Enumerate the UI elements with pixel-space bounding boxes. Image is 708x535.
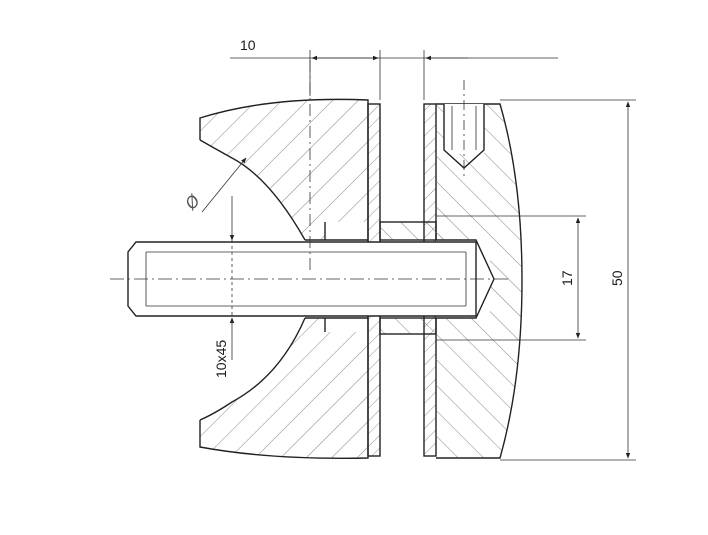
dim-label-thread: 10x45 <box>213 340 229 378</box>
dim-label-inner: 17 <box>559 270 575 286</box>
diameter-symbol: Ø <box>181 191 205 214</box>
left-clamp-body <box>199 98 369 459</box>
dimension-top-width: 10 <box>230 37 558 100</box>
threaded-bolt <box>110 241 510 317</box>
dim-label-top: 10 <box>240 37 256 53</box>
dimension-thread: 10x45 <box>213 196 235 378</box>
dimension-overall-height: 50 <box>500 99 636 461</box>
spacer-sleeve <box>379 221 437 335</box>
dimension-inner-height: 17 <box>436 215 586 341</box>
dimension-diameter: Ø <box>181 157 247 214</box>
dim-label-overall: 50 <box>609 270 625 286</box>
